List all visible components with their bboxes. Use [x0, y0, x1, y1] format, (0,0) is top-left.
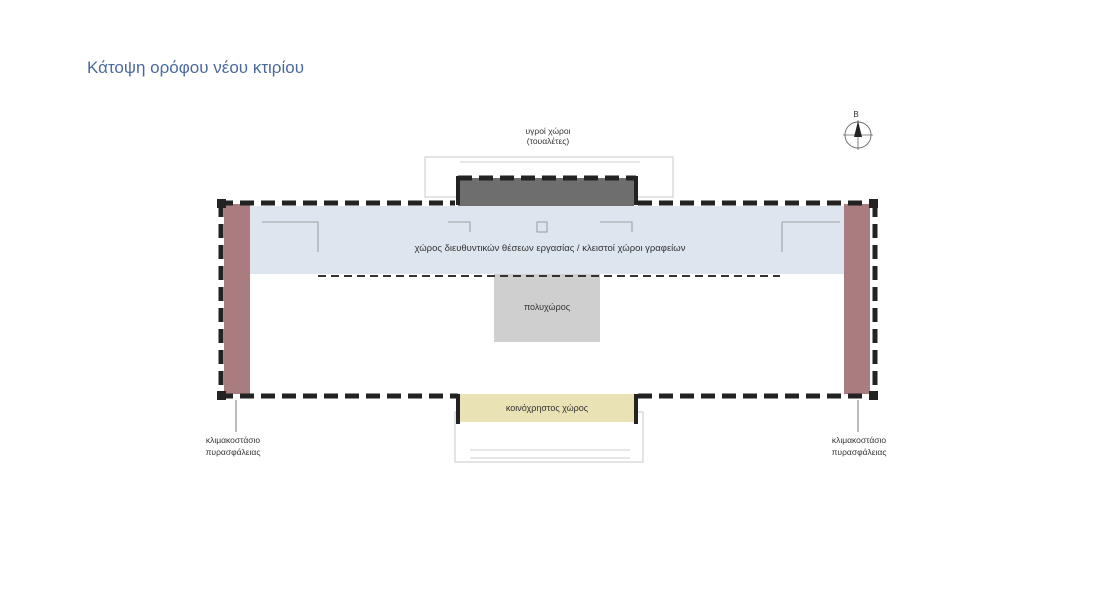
stair-right-sublabel: πυρασφάλειας [832, 447, 887, 457]
common-area-label: κοινόχρηστος χώρος [506, 403, 589, 413]
stair-left-sublabel: πυρασφάλειας [206, 447, 261, 457]
stair-left-label: κλιμακοστάσιο [206, 435, 261, 445]
stair-right-label: κλιμακοστάσιο [832, 435, 887, 445]
north-arrow-icon [854, 121, 862, 137]
interior-partitions [262, 221, 840, 252]
corner-blocks [217, 199, 878, 400]
wet-rooms-sublabel: (τουαλέτες) [527, 136, 570, 146]
stair-right-zone [844, 204, 870, 394]
offices-zone [240, 206, 860, 274]
page-title: Κάτοψη ορόφου νέου κτιρίου [87, 58, 305, 77]
wet-rooms-zone [458, 178, 634, 206]
multipurpose-label: πολυχώρος [524, 302, 571, 312]
annex-outlines [424, 156, 674, 463]
compass-north-label: Β [853, 110, 858, 119]
annex-walls [456, 176, 638, 424]
exterior-walls [218, 175, 878, 399]
stair-left-zone [224, 204, 250, 394]
north-compass: Β [843, 110, 873, 150]
common-area-zone [460, 394, 635, 422]
wet-rooms-label: υγροί χώροι [525, 126, 570, 136]
multipurpose-zone [494, 274, 600, 342]
offices-label: χώρος διευθυντικών θέσεων εργασίας / κλε… [415, 243, 686, 254]
